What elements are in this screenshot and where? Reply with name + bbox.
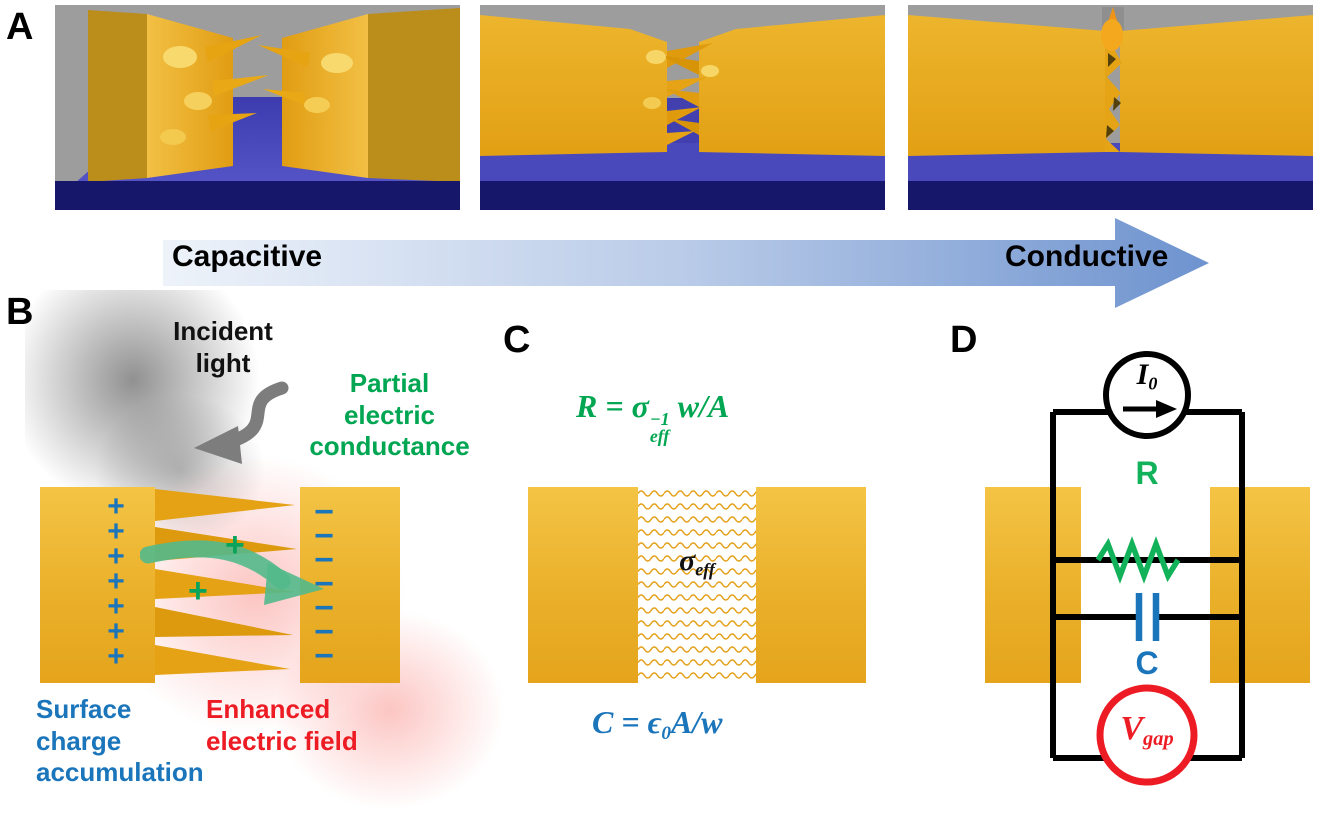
d-panel-left-electrode (985, 487, 1081, 683)
nanogap-3d-scene-2 (480, 5, 885, 210)
nanogap-3d-scene-3 (908, 5, 1313, 210)
capacitance-formula: C = ϵ0A/w (592, 706, 723, 743)
incident-light-label: Incident light (173, 316, 273, 378)
wavy-texture (638, 487, 756, 683)
i0-subscript: 0 (1148, 373, 1158, 394)
c-panel-right-electrode (756, 487, 866, 683)
negative-charge-column: − − − − − − − (314, 493, 334, 675)
incident-light-arrow-icon (194, 381, 289, 464)
green-plus-bottom: + (188, 572, 208, 610)
vgap-subscript: gap (1143, 728, 1174, 751)
current-source-icon (1103, 351, 1191, 439)
vgap-symbol: V (1120, 710, 1144, 747)
voltage-probe-icon (1096, 684, 1198, 786)
equivalent-circuit (1050, 351, 1245, 786)
capacitor-label: C (1135, 645, 1159, 681)
capacitive-to-conductive-arrow (163, 218, 1209, 308)
conductance-arrow (140, 540, 324, 605)
green-plus-top: + (225, 526, 245, 564)
right-electrode (300, 487, 400, 683)
nanogap-3d-scene-1 (55, 5, 460, 210)
c-formula-lead: C = (592, 704, 648, 740)
r-formula-sub: eff (649, 426, 670, 447)
c-formula-tail: A/w (670, 704, 723, 740)
r-formula-sigma: σ (631, 388, 649, 424)
surface-charge-label: Surface charge accumulation (36, 694, 204, 788)
gold-spikes (155, 489, 297, 675)
enhanced-field-label: Enhanced electric field (206, 694, 358, 756)
effective-medium-gap (638, 487, 756, 683)
c-panel-left-electrode (528, 487, 638, 683)
sigma-symbol: σ (679, 544, 696, 577)
resistor-zigzag-icon (1095, 536, 1181, 584)
nanogap-render-closed-gap (908, 5, 1313, 210)
d-panel-right-electrode (1210, 487, 1310, 683)
panel-c-letter: C (503, 319, 531, 361)
current-direction-arrowhead (1156, 400, 1177, 418)
r-formula-tail: w/A (669, 388, 730, 424)
capacitive-label: Capacitive (172, 240, 323, 273)
sigma-subscript: eff (695, 559, 715, 580)
sigma-eff-label: σeff (638, 544, 756, 580)
panel-a-letter: A (6, 6, 34, 48)
left-electrode (40, 487, 155, 683)
resistor-label: R (1135, 455, 1159, 491)
conductive-label: Conductive (1005, 240, 1169, 273)
c-formula-epsilon: ϵ (647, 704, 662, 740)
r-formula-sup: −1 (649, 409, 670, 430)
panel-b-letter: B (6, 291, 34, 333)
partial-conductance-label: Partial electric conductance (309, 368, 470, 462)
c-formula-sub: 0 (661, 722, 671, 744)
nanogap-render-narrow-gap (480, 5, 885, 210)
i0-symbol: I (1136, 358, 1149, 391)
nanogap-render-wide-gap (55, 5, 460, 210)
current-source-label: I0 (1102, 358, 1192, 394)
r-formula-lead: R = (576, 388, 632, 424)
vgap-label: Vgap (1097, 712, 1197, 750)
positive-charge-column: + + + + + + + (107, 490, 125, 673)
panel-d-letter: D (950, 319, 978, 361)
